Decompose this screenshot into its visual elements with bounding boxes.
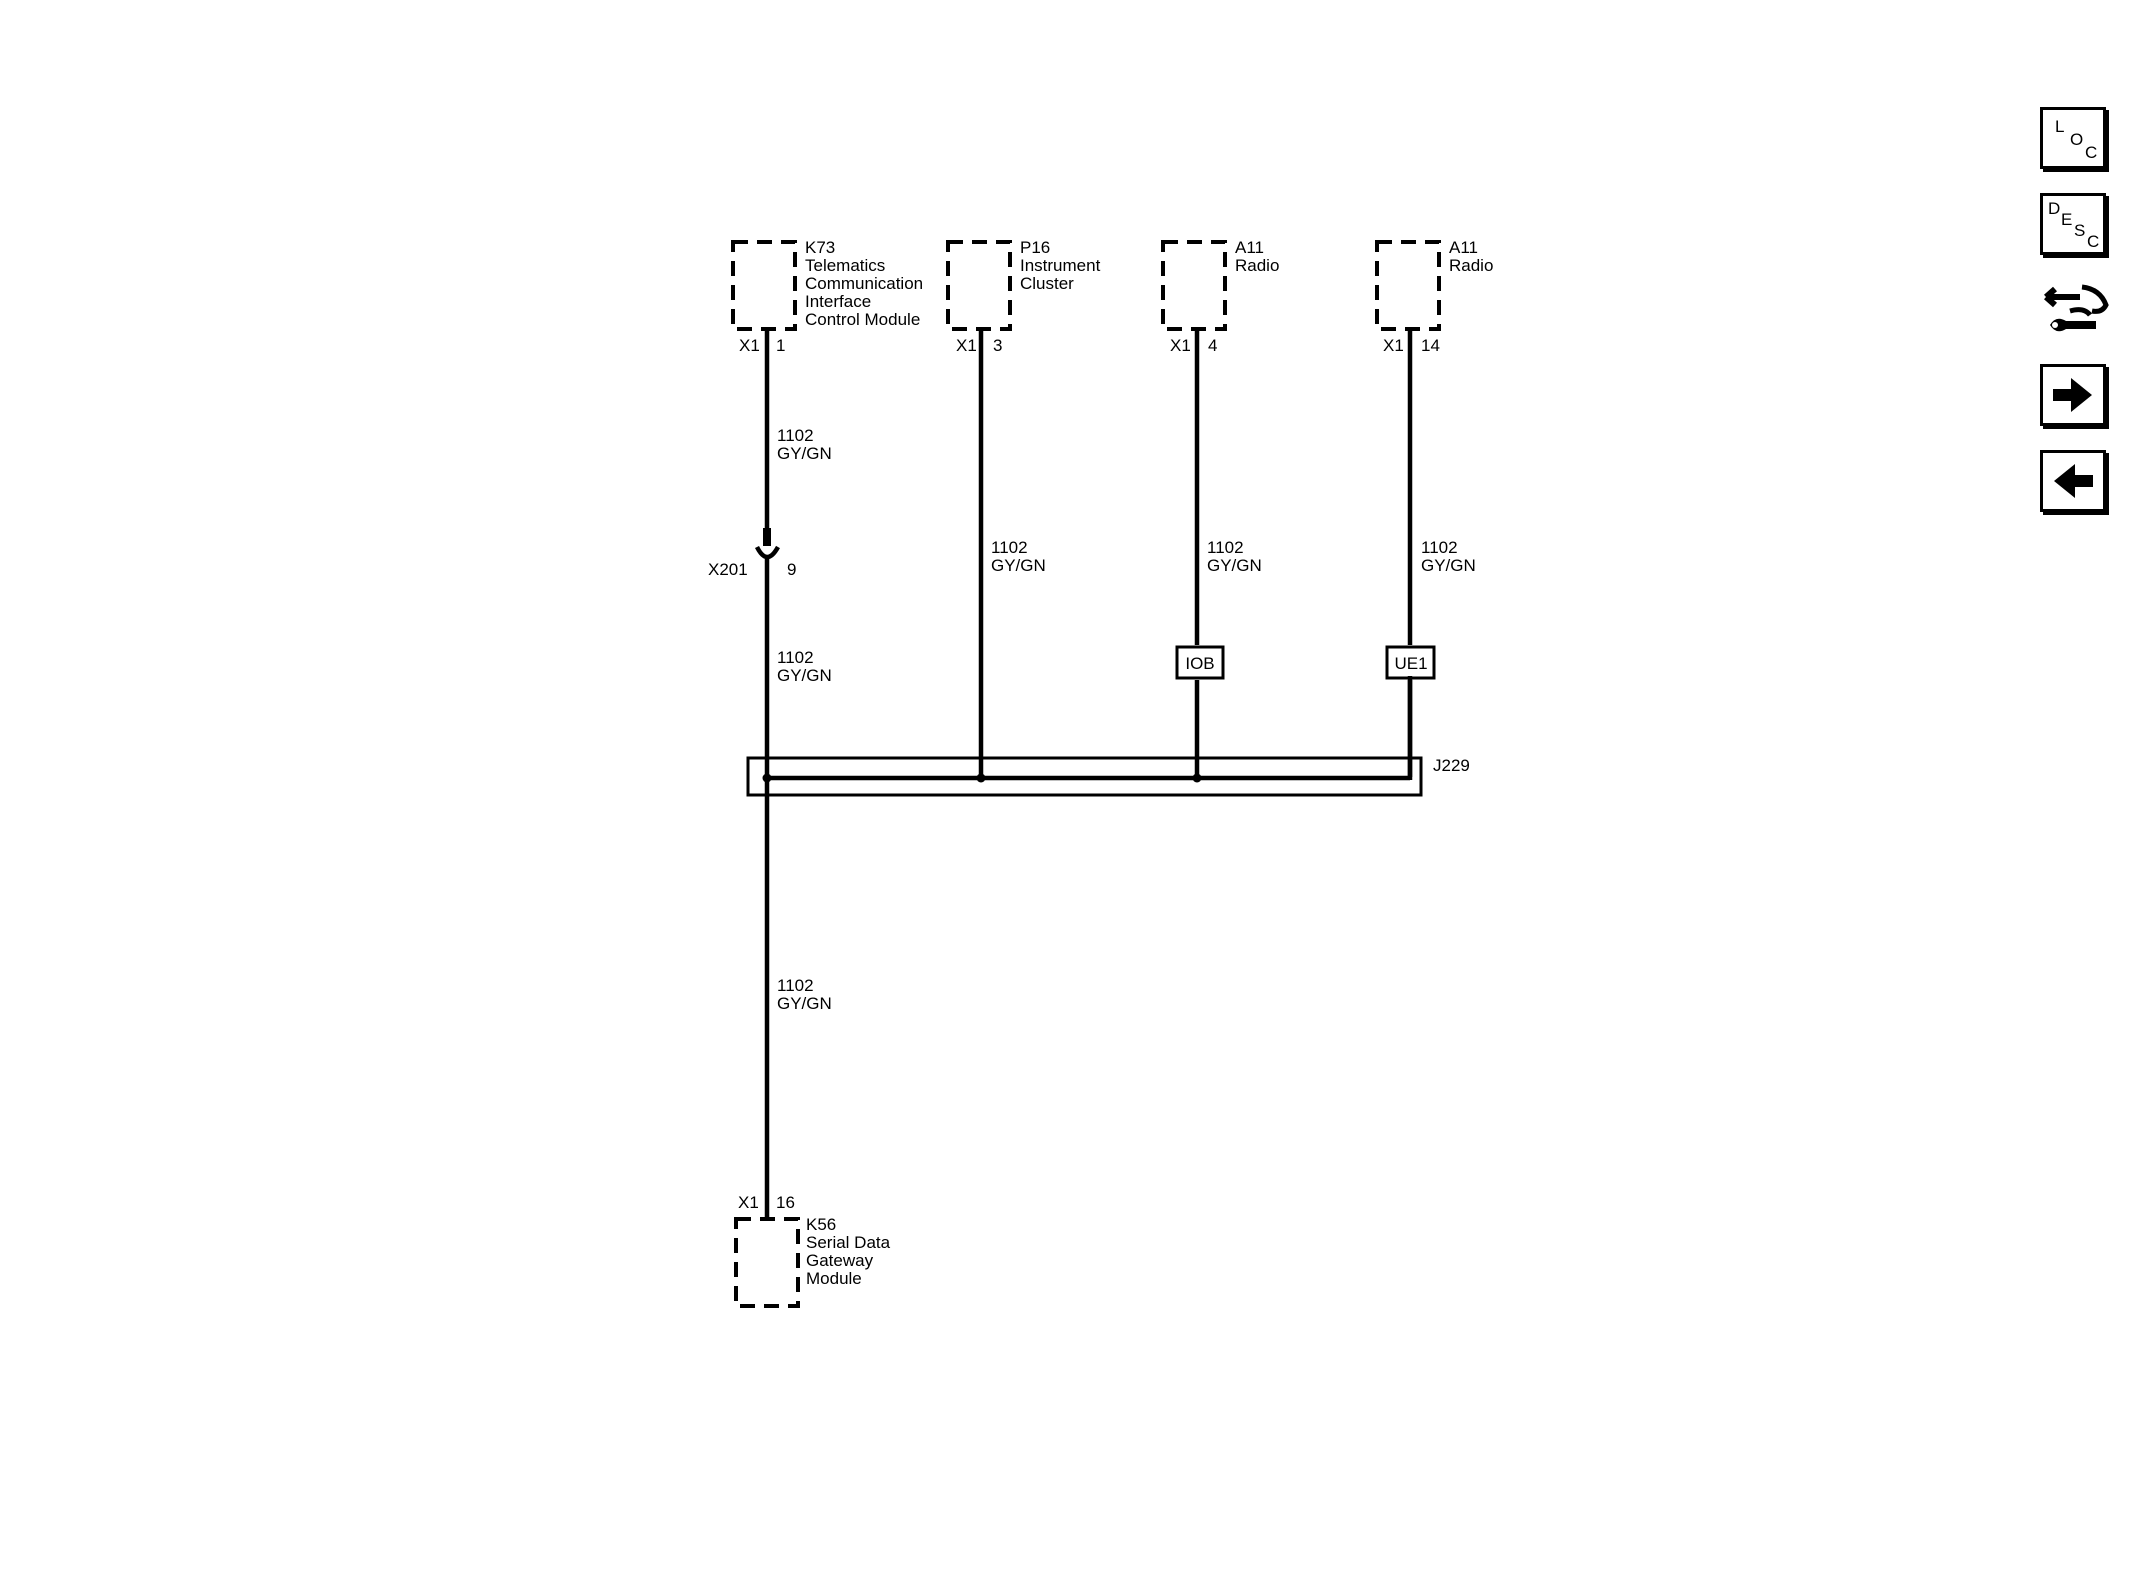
desc-letter-e: E: [2061, 210, 2073, 229]
arrow-right-icon: [2053, 378, 2092, 412]
component-a11-right[interactable]: A11 Radio X1 14: [1375, 238, 1493, 355]
loc-letter-o: O: [2070, 130, 2084, 149]
component-a11-right-box[interactable]: [1375, 240, 1441, 331]
component-a11-left-box[interactable]: [1161, 240, 1227, 331]
wire-a11-right-color: GY/GN: [1421, 556, 1476, 575]
component-k73-name-2: Communication: [805, 274, 923, 293]
component-a11-right-ref: A11: [1449, 238, 1478, 257]
wire-a11-left-circuit: 1102: [1207, 538, 1244, 557]
service-button[interactable]: [2040, 275, 2109, 345]
component-k73-connector: X1: [739, 336, 760, 355]
component-k73[interactable]: K73 Telematics Communication Interface C…: [731, 238, 923, 355]
junction-block-j229[interactable]: J229: [746, 676, 1470, 797]
wire-a11-left-color: GY/GN: [1207, 556, 1262, 575]
component-a11-left-ref: A11: [1235, 238, 1264, 257]
splice-point-a11: [1192, 773, 1202, 783]
wire-k73-upper-circuit: 1102: [777, 426, 814, 445]
option-label-iob-text: IOB: [1185, 654, 1214, 673]
splice-point-p16: [976, 773, 986, 783]
wire-p16-color: GY/GN: [991, 556, 1046, 575]
component-p16-name-1: Instrument: [1020, 256, 1101, 275]
wire-k73-lower-color: GY/GN: [777, 666, 832, 685]
component-k73-name-4: Control Module: [805, 310, 920, 329]
component-p16-connector: X1: [956, 336, 977, 355]
desc-letter-d: D: [2048, 199, 2061, 218]
component-p16-pin: 3: [993, 336, 1002, 355]
component-a11-left-name-1: Radio: [1235, 256, 1279, 275]
option-label-ue1: UE1: [1385, 645, 1436, 680]
component-p16-ref: P16: [1020, 238, 1050, 257]
desc-letter-s: S: [2074, 221, 2086, 240]
option-label-ue1-text: UE1: [1394, 654, 1427, 673]
component-k56-name-1: Serial Data: [806, 1233, 891, 1252]
wire-a11-right-circuit: 1102: [1421, 538, 1458, 557]
component-k56-ref: K56: [806, 1215, 836, 1234]
component-k56-name-2: Gateway: [806, 1251, 874, 1270]
loc-button[interactable]: L O C: [2040, 107, 2106, 169]
junction-block-j229-outline[interactable]: [746, 756, 1423, 797]
inline-connector-x201-ref: X201: [708, 560, 748, 579]
desc-letter-c: C: [2087, 232, 2100, 251]
component-k56-connector: X1: [738, 1193, 759, 1212]
component-k73-pin: 1: [776, 336, 785, 355]
component-p16-box[interactable]: [946, 240, 1012, 331]
component-a11-right-name-1: Radio: [1449, 256, 1493, 275]
next-button[interactable]: [2040, 364, 2106, 426]
desc-button[interactable]: D E S C: [2040, 193, 2106, 255]
component-k56-pin: 16: [776, 1193, 795, 1212]
component-p16-name-2: Cluster: [1020, 274, 1074, 293]
component-k73-ref: K73: [805, 238, 835, 257]
option-label-iob-box: [1175, 645, 1225, 680]
wire-p16-circuit: 1102: [991, 538, 1028, 557]
component-k56-box[interactable]: [734, 1217, 800, 1308]
component-a11-left[interactable]: A11 Radio X1 4: [1161, 238, 1279, 355]
inline-connector-x201-pin: 9: [787, 560, 796, 579]
splice-point-k73: [762, 773, 772, 783]
wire-k56-color: GY/GN: [777, 994, 832, 1013]
component-a11-right-pin: 14: [1421, 336, 1440, 355]
component-a11-left-pin: 4: [1208, 336, 1217, 355]
wire-k73-upper-color: GY/GN: [777, 444, 832, 463]
loc-letter-c: C: [2085, 143, 2098, 162]
component-k73-name-3: Interface: [805, 292, 871, 311]
wire-k56-circuit: 1102: [777, 976, 814, 995]
component-k73-box[interactable]: [731, 240, 797, 331]
component-a11-left-connector: X1: [1170, 336, 1191, 355]
wire-k73-lower-circuit: 1102: [777, 648, 814, 667]
arrow-left-icon: [2054, 464, 2093, 498]
component-k56[interactable]: X1 16 K56 Serial Data Gateway Module: [734, 1193, 891, 1308]
inline-connector-x201[interactable]: X201 9: [708, 528, 796, 579]
service-wrench-icon: [2044, 284, 2109, 332]
loc-letter-l: L: [2055, 117, 2065, 136]
component-k56-name-3: Module: [806, 1269, 862, 1288]
prev-button[interactable]: [2040, 450, 2106, 512]
inline-connector-x201-female-cup: [754, 545, 780, 560]
component-a11-right-connector: X1: [1383, 336, 1404, 355]
component-k73-name-1: Telematics: [805, 256, 885, 275]
junction-block-j229-ref: J229: [1433, 756, 1470, 775]
option-label-iob: IOB: [1175, 645, 1225, 680]
inline-connector-x201-male-pin: [763, 528, 771, 546]
component-p16[interactable]: P16 Instrument Cluster X1 3: [946, 238, 1101, 355]
